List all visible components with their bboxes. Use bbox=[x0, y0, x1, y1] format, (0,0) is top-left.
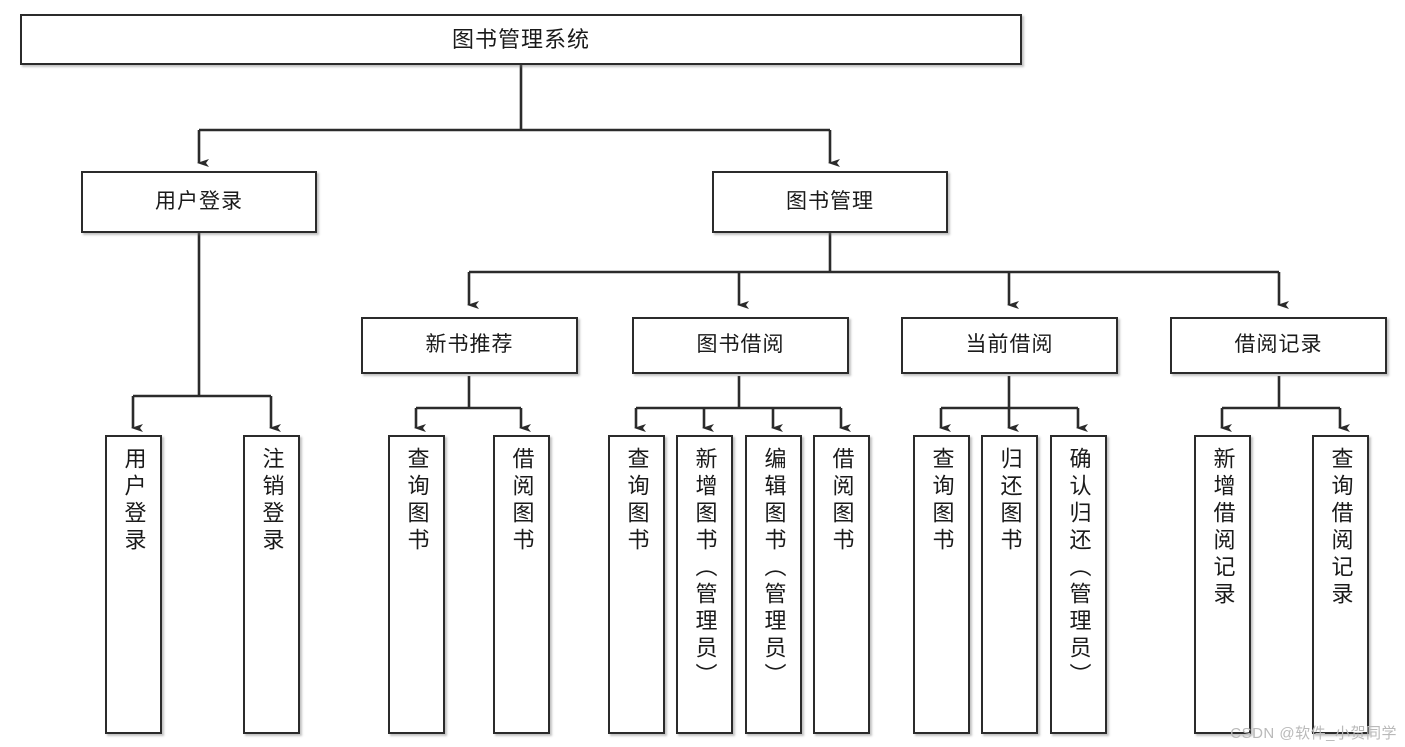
node-borrow-record-label: 借阅记录 bbox=[1234, 333, 1323, 357]
node-leaf-add-book[interactable]: 新增图书（管理员） bbox=[676, 435, 733, 734]
node-user-login[interactable]: 用户登录 bbox=[81, 171, 317, 233]
node-leaf-borrow-book-2-label: 借阅图书 bbox=[829, 447, 855, 555]
node-current-borrow[interactable]: 当前借阅 bbox=[901, 317, 1118, 374]
node-leaf-query-record-label: 查询借阅记录 bbox=[1328, 447, 1354, 609]
node-leaf-borrow-book-1[interactable]: 借阅图书 bbox=[493, 435, 550, 734]
node-leaf-query-record[interactable]: 查询借阅记录 bbox=[1312, 435, 1369, 734]
node-book-borrow[interactable]: 图书借阅 bbox=[632, 317, 849, 374]
watermark-text: CSDN @软件_小贺同学 bbox=[1230, 725, 1397, 742]
node-leaf-query-book-1-label: 查询图书 bbox=[404, 447, 430, 555]
node-leaf-user-login-label: 用户登录 bbox=[121, 447, 147, 555]
node-leaf-add-record[interactable]: 新增借阅记录 bbox=[1194, 435, 1251, 734]
node-leaf-user-login[interactable]: 用户登录 bbox=[105, 435, 162, 734]
node-leaf-borrow-book-1-label: 借阅图书 bbox=[509, 447, 535, 555]
node-leaf-add-book-label: 新增图书（管理员） bbox=[692, 447, 718, 690]
node-leaf-edit-book-label: 编辑图书（管理员） bbox=[761, 447, 787, 690]
node-current-borrow-label: 当前借阅 bbox=[965, 333, 1054, 357]
node-leaf-query-book-2[interactable]: 查询图书 bbox=[608, 435, 665, 734]
node-leaf-borrow-book-2[interactable]: 借阅图书 bbox=[813, 435, 870, 734]
node-leaf-return-book-label: 归还图书 bbox=[997, 447, 1023, 555]
node-leaf-query-book-3[interactable]: 查询图书 bbox=[913, 435, 970, 734]
node-root[interactable]: 图书管理系统 bbox=[20, 14, 1022, 65]
node-leaf-add-record-label: 新增借阅记录 bbox=[1210, 447, 1236, 609]
node-book-borrow-label: 图书借阅 bbox=[696, 333, 785, 357]
node-leaf-confirm-return[interactable]: 确认归还（管理员） bbox=[1050, 435, 1107, 734]
node-book-manage[interactable]: 图书管理 bbox=[712, 171, 948, 233]
node-book-manage-label: 图书管理 bbox=[786, 189, 874, 213]
node-leaf-edit-book[interactable]: 编辑图书（管理员） bbox=[745, 435, 802, 734]
node-leaf-return-book[interactable]: 归还图书 bbox=[981, 435, 1038, 734]
node-root-label: 图书管理系统 bbox=[451, 26, 590, 52]
node-leaf-query-book-2-label: 查询图书 bbox=[624, 447, 650, 555]
node-leaf-query-book-1[interactable]: 查询图书 bbox=[388, 435, 445, 734]
node-borrow-record[interactable]: 借阅记录 bbox=[1170, 317, 1387, 374]
node-leaf-user-logout-label: 注销登录 bbox=[259, 447, 285, 555]
node-new-book-rec[interactable]: 新书推荐 bbox=[361, 317, 578, 374]
node-user-login-label: 用户登录 bbox=[155, 189, 243, 213]
node-new-book-rec-label: 新书推荐 bbox=[425, 333, 514, 357]
node-leaf-query-book-3-label: 查询图书 bbox=[929, 447, 955, 555]
node-leaf-user-logout[interactable]: 注销登录 bbox=[243, 435, 300, 734]
node-leaf-confirm-return-label: 确认归还（管理员） bbox=[1066, 447, 1092, 690]
